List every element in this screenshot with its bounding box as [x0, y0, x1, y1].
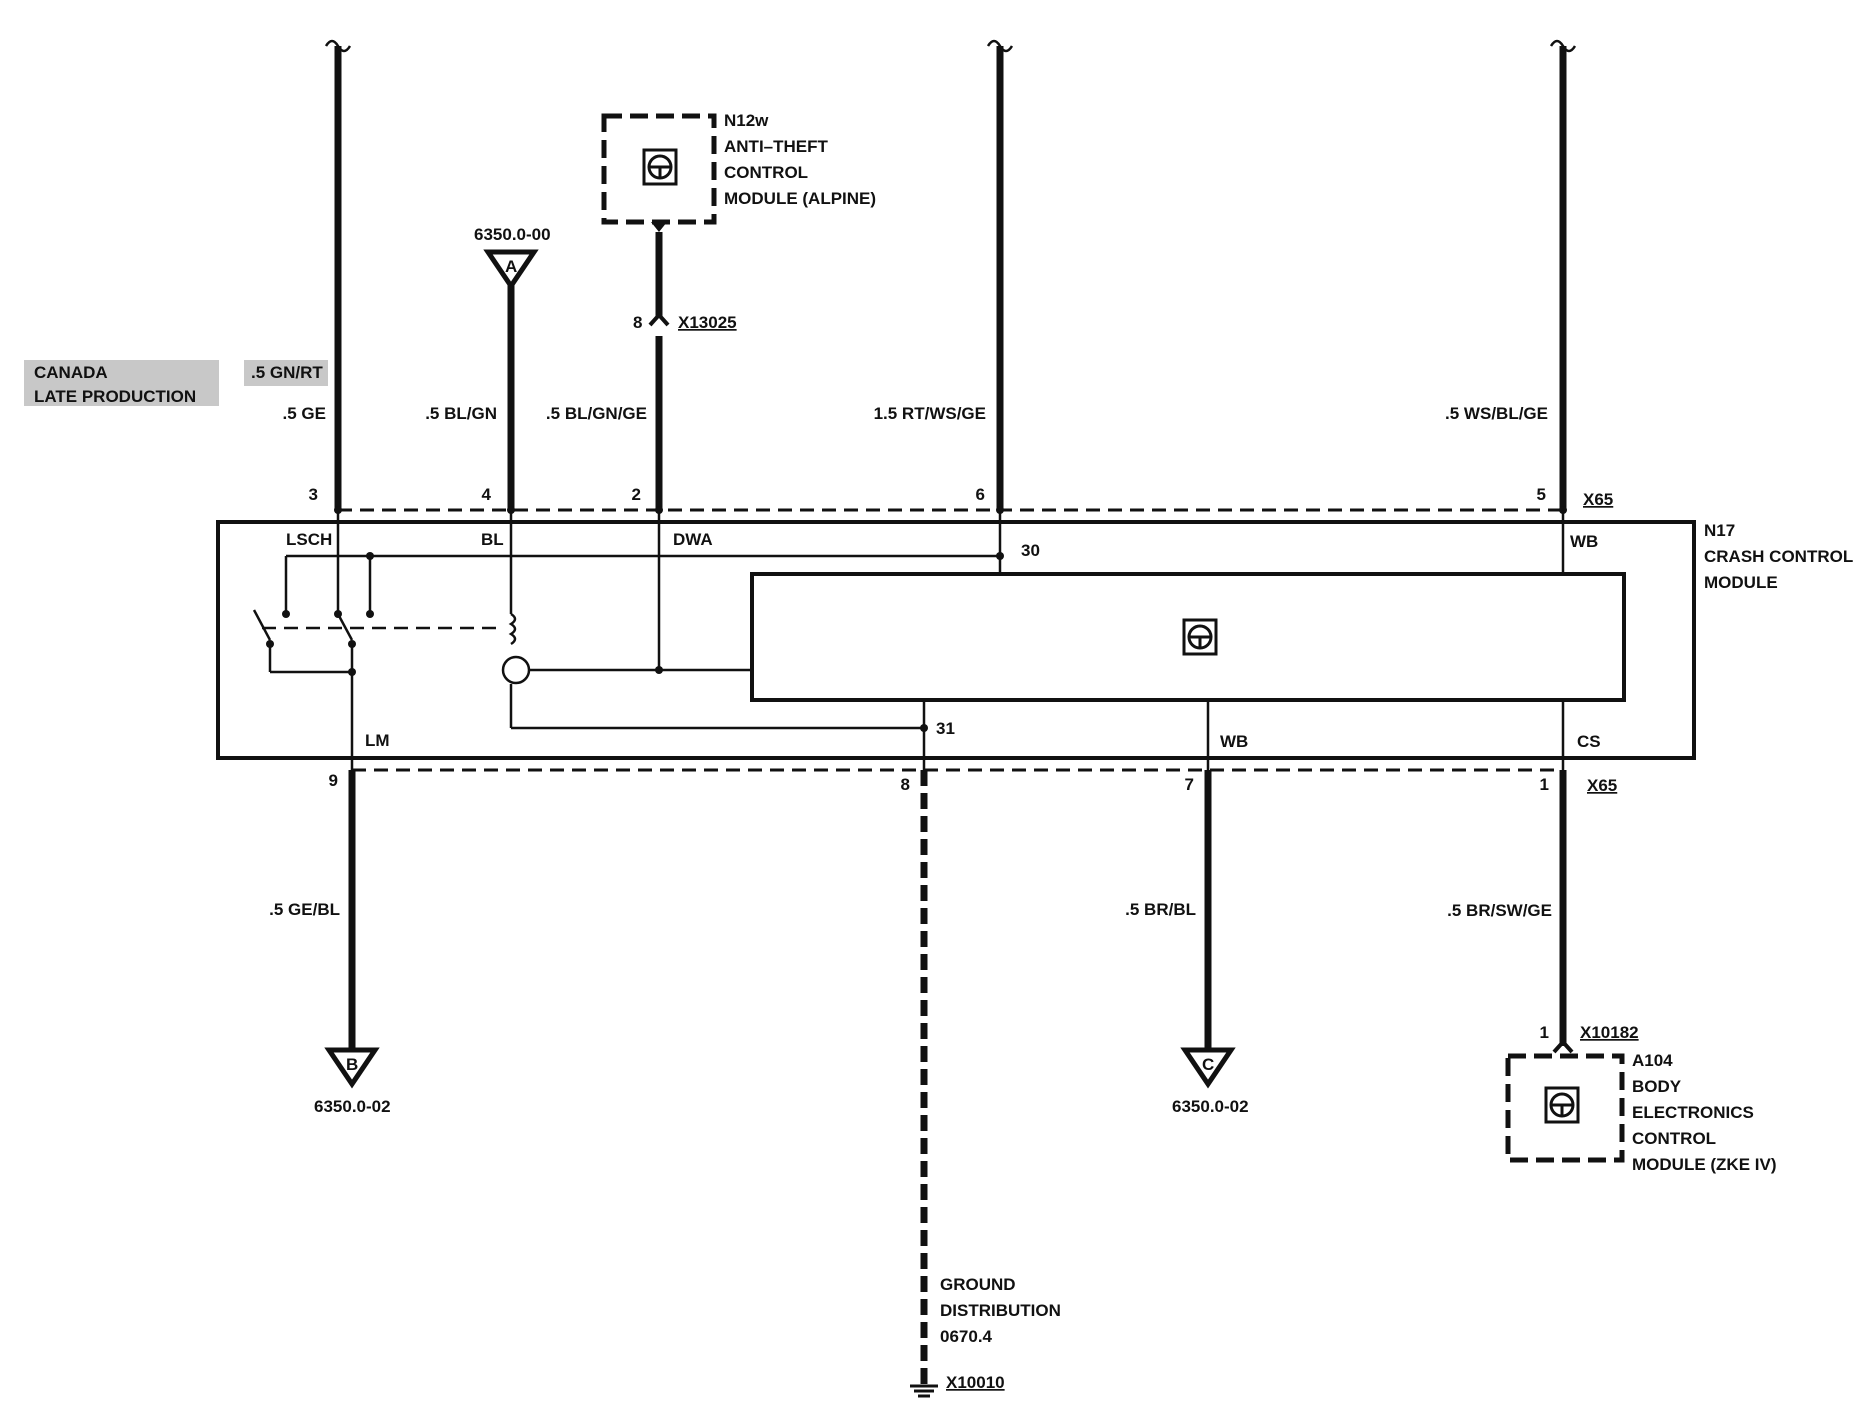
anti-theft-connector-pin: [651, 222, 667, 232]
wire-color-label: 1.5 RT/WS/GE: [874, 404, 986, 423]
bottom-wires: [348, 770, 1567, 1384]
wire-color-label: .5 BR/BL: [1125, 900, 1196, 919]
pin-number: 4: [482, 485, 492, 504]
connector-x13025-label: X13025: [678, 313, 737, 332]
connector-x65-top-label: X65: [1583, 490, 1613, 509]
wire-color-label: .5 GE: [283, 404, 326, 423]
terminal-label: 30: [1021, 541, 1040, 560]
crash-control-ref: N17: [1704, 521, 1735, 540]
ground-label-2: DISTRIBUTION: [940, 1301, 1061, 1320]
body-electronics-name-4: MODULE (ZKE IV): [1632, 1155, 1777, 1174]
module-symbol-icon: [1182, 618, 1218, 656]
wire-break-mark: [324, 39, 352, 53]
wire-color-label: .5 BR/SW/GE: [1447, 901, 1552, 920]
reference-a-page: 6350.0-00: [474, 225, 551, 244]
terminal-label: CS: [1577, 732, 1601, 751]
junction-dots: [266, 506, 1567, 732]
reference-a-triangle: [483, 249, 539, 291]
wire-break-mark: [1549, 39, 1577, 53]
crash-control-name-2: MODULE: [1704, 573, 1778, 592]
terminal-label: DWA: [673, 530, 713, 549]
connector-x13025-mark: [648, 312, 670, 327]
wire-color-label: .5 BL/GN/GE: [546, 404, 647, 423]
body-electronics-name-3: CONTROL: [1632, 1129, 1716, 1148]
wire-color-label: .5 GE/BL: [269, 900, 340, 919]
terminal-label: 31: [936, 719, 955, 738]
reference-a-letter: A: [505, 257, 517, 276]
pin-number: 5: [1537, 485, 1546, 504]
pin-number: 3: [309, 485, 318, 504]
late-production-label: LATE PRODUCTION: [34, 387, 196, 406]
reference-b-letter: B: [346, 1055, 358, 1074]
reference-c-triangle: [1180, 1047, 1236, 1089]
reference-b-triangle: [324, 1047, 380, 1089]
crash-module-internal-circuit: [252, 510, 1565, 770]
anti-theft-ref: N12w: [724, 111, 769, 130]
reference-b-page: 6350.0-02: [314, 1097, 391, 1116]
alt-wire-color-label: .5 GN/RT: [251, 363, 323, 382]
pin-number: 7: [1185, 775, 1194, 794]
control-unit-box: [750, 572, 1626, 702]
terminal-label: WB: [1570, 532, 1598, 551]
connector-x10182-label: X10182: [1580, 1023, 1639, 1042]
module-symbol-icon: [1544, 1086, 1580, 1124]
connector-x10010-label: X10010: [946, 1373, 1005, 1392]
alt-wire-shaded-area: [244, 360, 328, 386]
x10182-pin-label: 1: [1540, 1023, 1549, 1042]
body-electronics-name-1: BODY: [1632, 1077, 1682, 1096]
reference-c-page: 6350.0-02: [1172, 1097, 1249, 1116]
x13025-pin-label: 8: [633, 313, 642, 332]
anti-theft-name-2: CONTROL: [724, 163, 808, 182]
canada-label: CANADA: [34, 363, 108, 382]
terminal-label: WB: [1220, 732, 1248, 751]
crash-control-module-box: [216, 520, 1696, 760]
pin-number: 8: [901, 775, 910, 794]
body-electronics-name-2: ELECTRONICS: [1632, 1103, 1754, 1122]
pin-number: 6: [976, 485, 985, 504]
body-electronics-module-box: [1505, 1053, 1625, 1163]
crash-control-name-1: CRASH CONTROL: [1704, 547, 1853, 566]
wire-color-label: .5 BL/GN: [425, 404, 497, 423]
ground-label-1: GROUND: [940, 1275, 1016, 1294]
canada-shaded-area: [24, 360, 219, 406]
ground-icon: [910, 1384, 938, 1398]
module-symbol-icon: [642, 148, 678, 186]
connector-x65-bottom-label: X65: [1587, 776, 1617, 795]
reference-c-letter: C: [1202, 1055, 1214, 1074]
body-electronics-ref: A104: [1632, 1051, 1673, 1070]
ground-label-3: 0670.4: [940, 1327, 993, 1346]
connector-x10182-mark: [1552, 1039, 1574, 1054]
pin-number: 9: [329, 771, 338, 790]
pin-number: 2: [632, 485, 641, 504]
pin-number: 1: [1540, 775, 1549, 794]
wire-color-label: .5 WS/BL/GE: [1445, 404, 1548, 423]
terminal-label: BL: [481, 530, 504, 549]
anti-theft-name-1: ANTI–THEFT: [724, 137, 829, 156]
top-wires: [324, 39, 1577, 510]
wire-break-mark: [986, 39, 1014, 53]
terminal-label: LM: [365, 731, 390, 750]
terminal-label: LSCH: [286, 530, 332, 549]
anti-theft-name-3: MODULE (ALPINE): [724, 189, 876, 208]
